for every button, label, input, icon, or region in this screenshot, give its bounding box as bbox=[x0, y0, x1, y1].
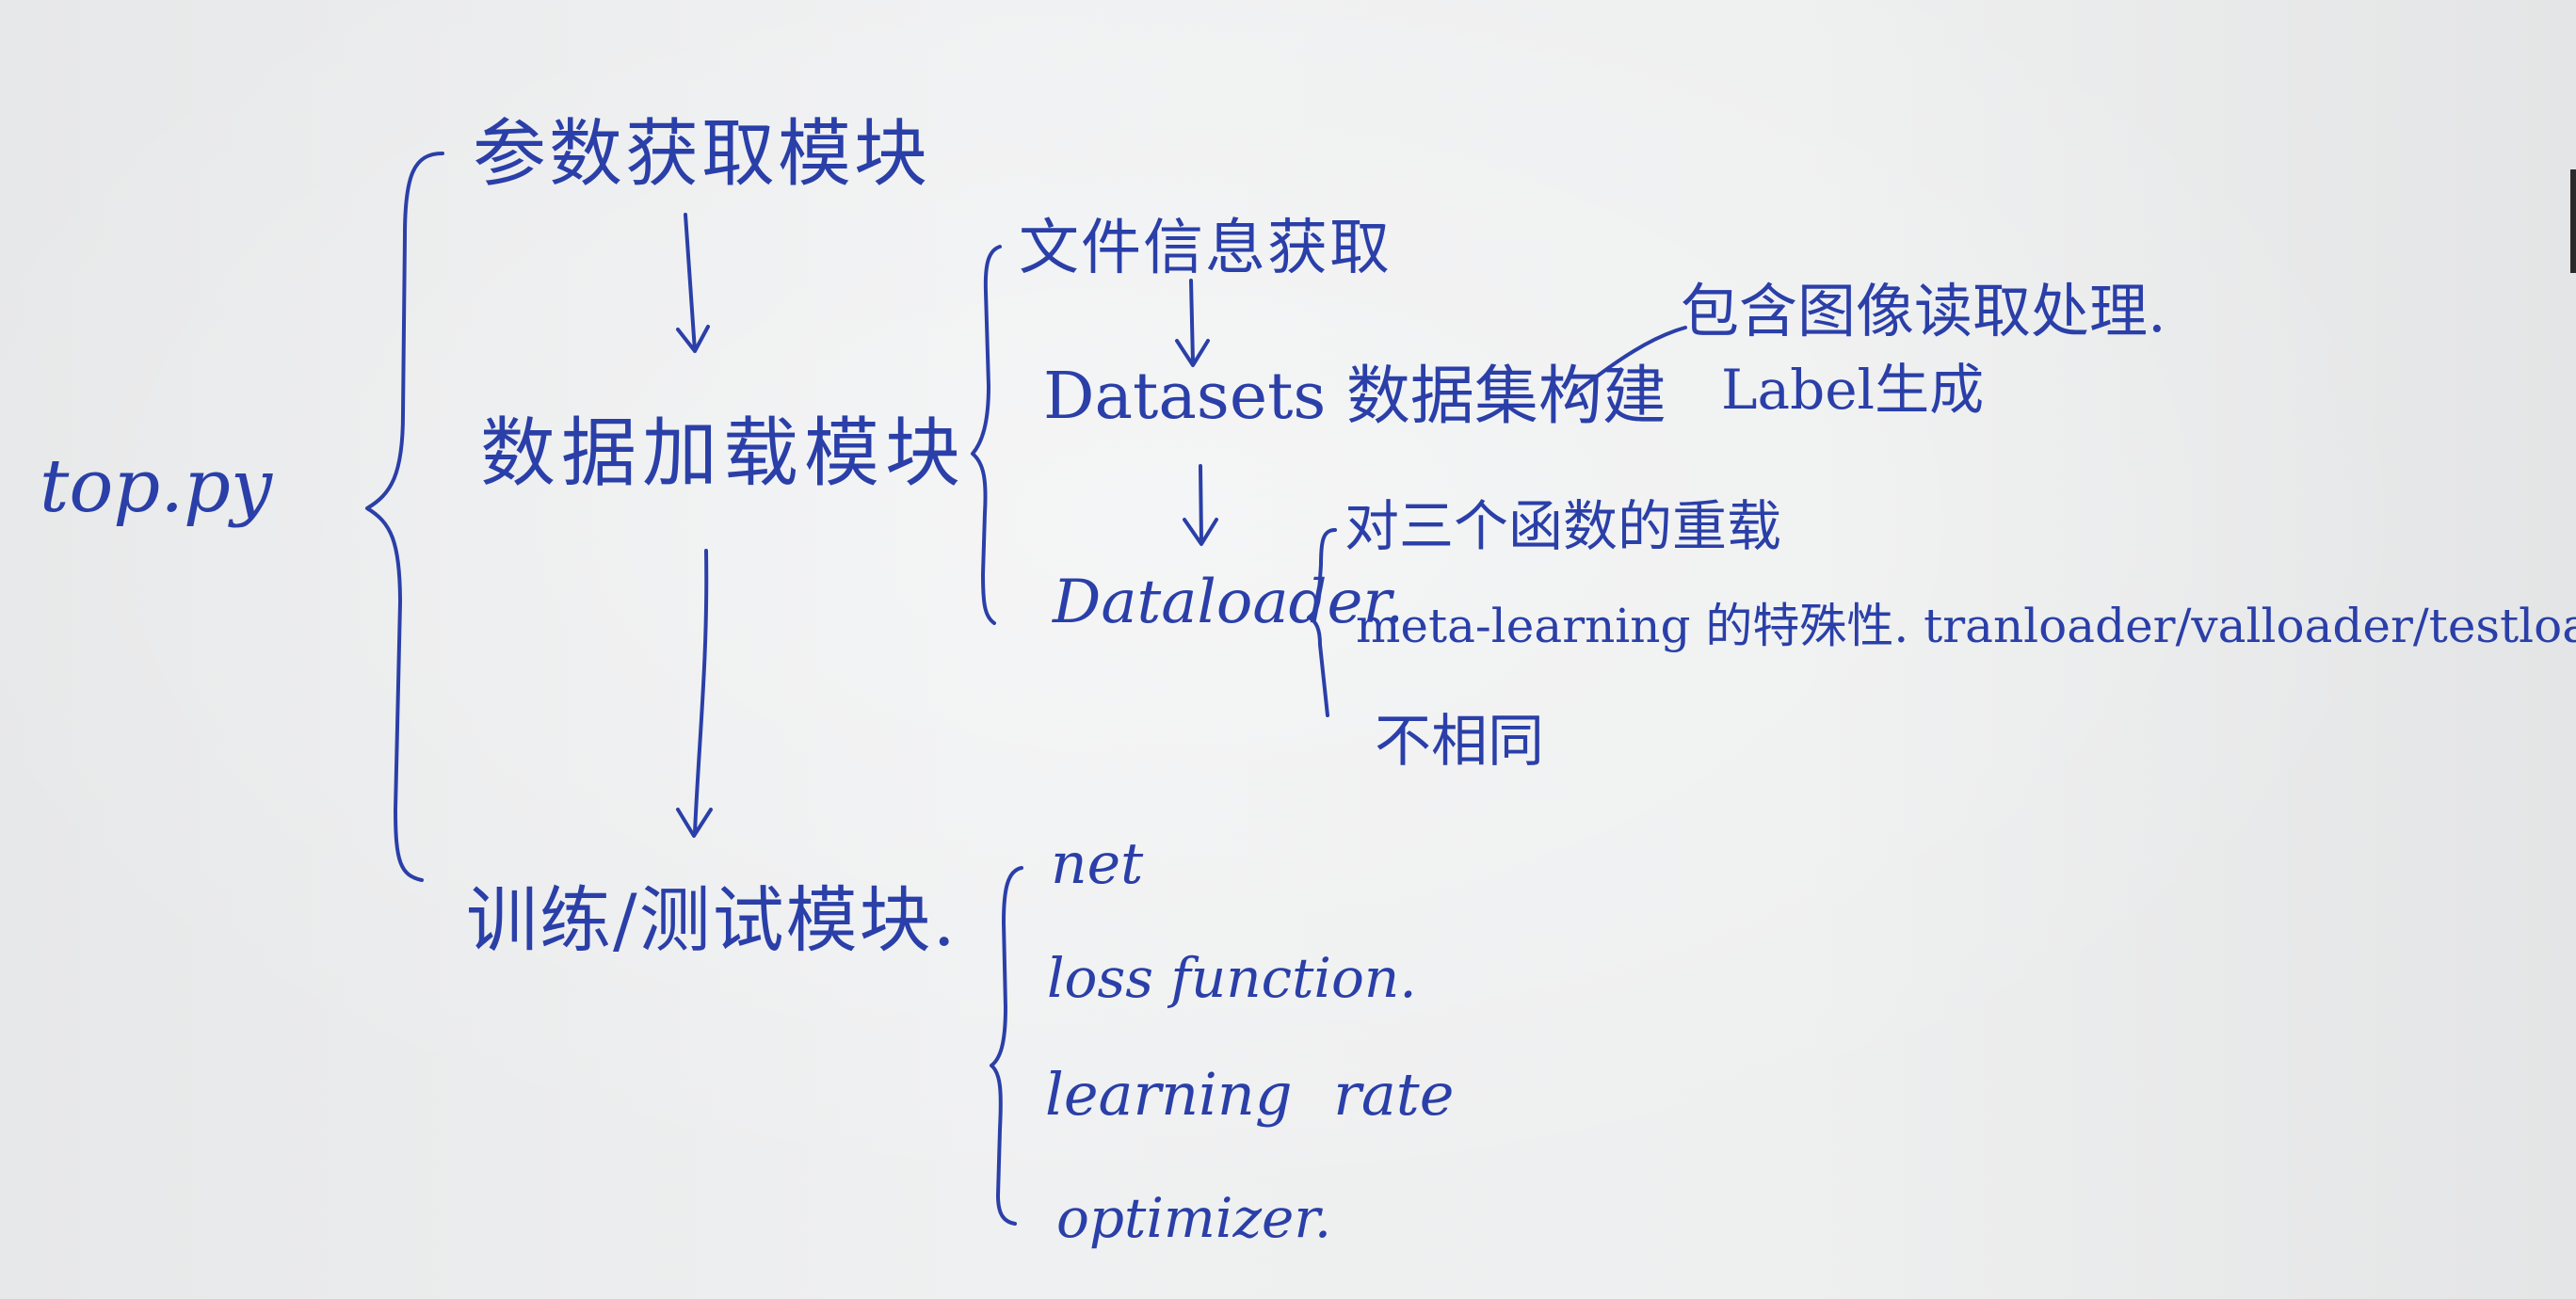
arrow-fileinfo-to-datasets bbox=[1175, 279, 1210, 367]
file-info-label: 文件信息获取 bbox=[1019, 214, 1392, 283]
train-item-lr: learning rate bbox=[1045, 1060, 1455, 1129]
train-module-label: 训练/测试模块. bbox=[466, 878, 958, 962]
connector-datasets-notes bbox=[1570, 326, 1687, 397]
dataset-note-label-gen: Label生成 bbox=[1721, 358, 1985, 422]
arrow-param-to-data bbox=[676, 213, 710, 353]
dataloader-note-overload: 对三个函数的重载 bbox=[1344, 494, 1782, 558]
dataloader-label: Dataloader. bbox=[1053, 568, 1405, 637]
dataloader-note-meta-learning: meta-learning 的特殊性. tranloader/valloader… bbox=[1356, 599, 2576, 653]
datasets-label: Datasets 数据集构建 bbox=[1043, 360, 1666, 434]
param-module-label: 参数获取模块 bbox=[473, 112, 931, 197]
root-label: top.py bbox=[40, 444, 273, 529]
dataloader-note-different: 不相同 bbox=[1375, 709, 1544, 775]
page-edge-shadow bbox=[2570, 169, 2576, 273]
data-module-label: 数据加载模块 bbox=[480, 409, 966, 497]
train-item-net: net bbox=[1051, 831, 1144, 897]
arrow-data-to-train bbox=[676, 549, 713, 838]
data-brace bbox=[971, 245, 1002, 625]
train-item-loss: loss function. bbox=[1047, 946, 1417, 1010]
dataloader-brace bbox=[1307, 528, 1337, 717]
train-brace bbox=[990, 866, 1023, 1226]
train-item-optimizer: optimizer. bbox=[1056, 1186, 1332, 1250]
arrow-datasets-to-dataloader bbox=[1183, 464, 1218, 546]
dataset-note-image-read: 包含图像读取处理. bbox=[1681, 277, 2166, 345]
root-brace bbox=[365, 152, 444, 882]
